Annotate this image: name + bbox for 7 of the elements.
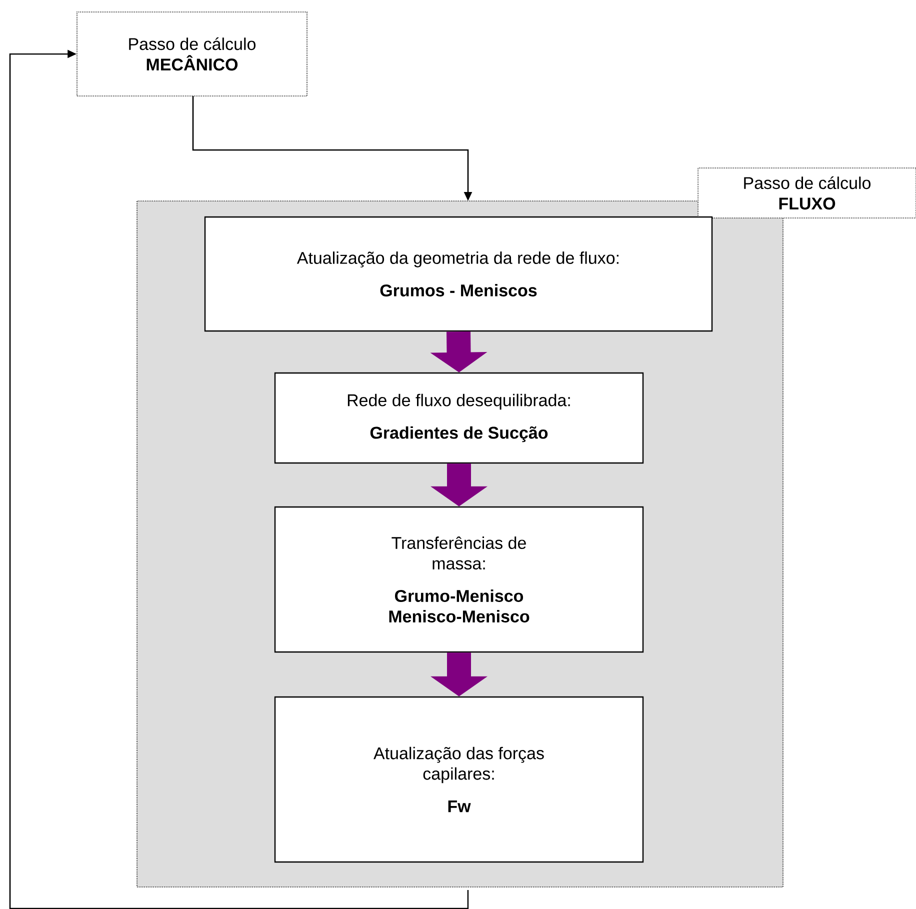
process-box: Transferências de massa: Grumo-Menisco Menisco-Menisco	[274, 506, 644, 653]
arrow	[9, 50, 469, 909]
step-box: Passo de cálculo MECÂNICO	[76, 12, 308, 96]
process-box: Rede de fluxo desequilibrada: Gradientes de Sucção	[274, 372, 644, 464]
process-box: Atualização da geometria da rede de fluxo: Grumos - Meniscos	[204, 216, 713, 332]
process-box: Atualização das forças capilares: Fw	[274, 696, 644, 863]
step-box: Passo de cálculo FLUXO	[698, 168, 916, 218]
